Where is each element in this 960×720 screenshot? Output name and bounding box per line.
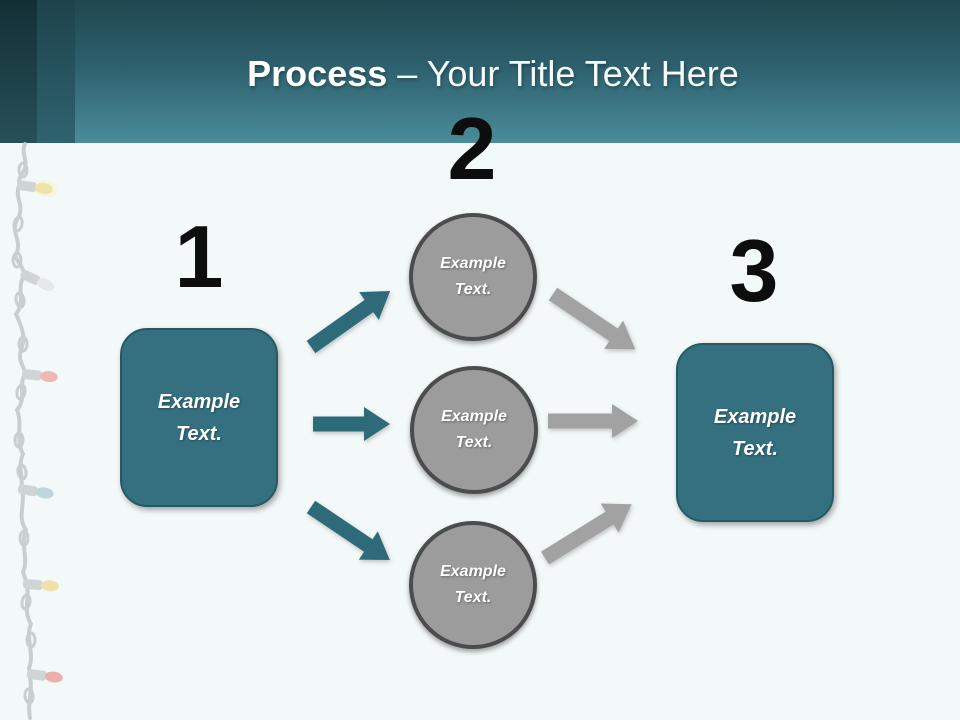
slide-title-rest: – Your Title Text Here bbox=[397, 53, 739, 94]
step-number-1: 1 bbox=[174, 207, 224, 306]
header-accent-strip-medium bbox=[37, 0, 75, 143]
string-lights-decoration bbox=[11, 142, 63, 720]
step2-circle-top: Example Text. bbox=[409, 213, 537, 341]
step2-circle-bottom: Example Text. bbox=[409, 521, 537, 649]
step3-box-label: Example Text. bbox=[713, 405, 797, 460]
slide-title-emphasis: Process bbox=[247, 53, 388, 94]
step-number-2: 2 bbox=[447, 99, 497, 198]
light-bulb-2 bbox=[20, 269, 55, 291]
arrow-gray-up bbox=[541, 503, 632, 565]
step3-box: Example Text. bbox=[676, 343, 834, 522]
light-bulb-6 bbox=[26, 669, 63, 683]
light-bulb-1 bbox=[16, 180, 58, 197]
arrow-teal-up bbox=[306, 290, 391, 354]
step-number-3: 3 bbox=[729, 221, 779, 320]
header-accent-strip-dark bbox=[0, 0, 37, 143]
step2-circle-middle-label: Example Text. bbox=[441, 408, 507, 451]
slide-title: Process – Your Title Text Here bbox=[0, 52, 960, 96]
lights-wire bbox=[12, 142, 34, 720]
step1-box: Example Text. bbox=[120, 328, 278, 507]
light-bulb-3 bbox=[21, 369, 58, 383]
header-band: Process – Your Title Text Here bbox=[0, 0, 960, 143]
arrow-gray-middle bbox=[548, 404, 638, 438]
arrow-gray-down bbox=[548, 287, 636, 350]
light-bulb-4 bbox=[17, 484, 54, 499]
step1-box-label: Example Text. bbox=[157, 390, 241, 445]
step2-circle-middle: Example Text. bbox=[410, 366, 538, 494]
step2-circle-bottom-label: Example Text. bbox=[440, 563, 506, 606]
arrow-teal-down bbox=[306, 500, 390, 560]
light-bulb-5 bbox=[22, 579, 59, 592]
step2-circle-top-label: Example Text. bbox=[440, 255, 506, 298]
arrow-teal-middle bbox=[313, 407, 390, 441]
